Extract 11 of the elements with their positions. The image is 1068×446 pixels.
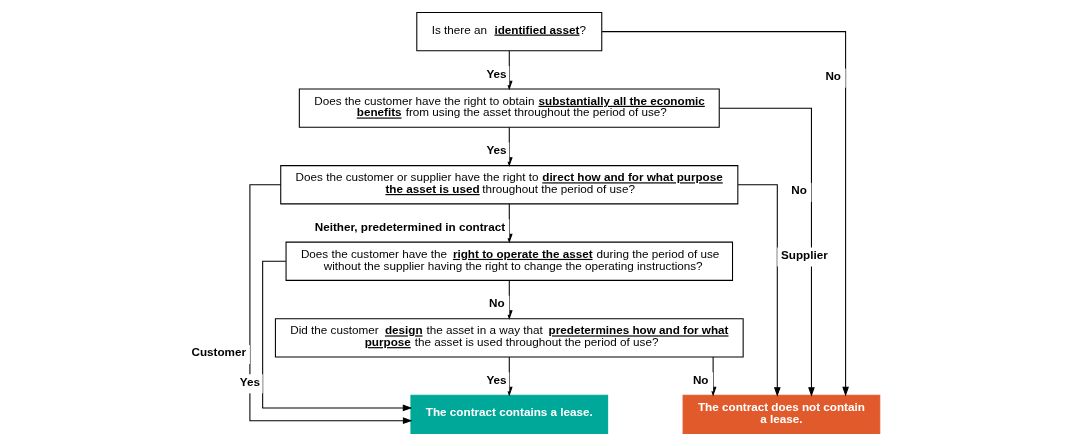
edge-label: Yes: [486, 143, 507, 157]
edge-label: Yes: [486, 372, 507, 386]
edge-label: Yes: [486, 66, 507, 80]
edge-label: No: [489, 296, 505, 310]
edge-label: Yes: [239, 374, 260, 388]
edge-label: Customer: [191, 345, 246, 359]
edge-label: Neither, predetermined in contract: [314, 219, 506, 233]
edge-label: No: [825, 69, 841, 83]
edge-label: No: [692, 372, 709, 386]
edge-label: No: [791, 183, 807, 197]
edge-label: Supplier: [781, 247, 828, 261]
